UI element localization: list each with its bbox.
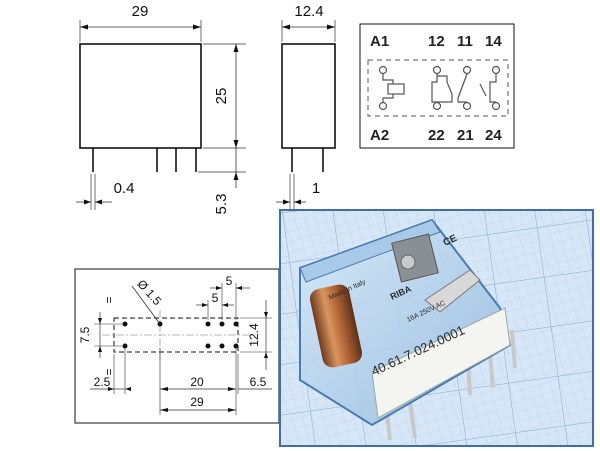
contact-14: 14: [485, 33, 502, 50]
diameter-leader: [131, 285, 161, 325]
photo-ce-mark: CE: [442, 233, 460, 249]
footprint-drawing: Ø 1.5 5 5 7.5 = = 12.4: [74, 268, 280, 424]
contact-11: 11: [457, 33, 473, 50]
top-pitch-label: 5: [226, 274, 233, 288]
front-width-label: 29: [132, 3, 149, 20]
coil-pitch-label: 20: [190, 375, 204, 389]
switch-blade: [457, 73, 468, 99]
front-height-label: 25: [213, 88, 230, 105]
pin-thickness-label: 0.4: [114, 180, 135, 197]
front-view: 29 25 5.3 0.4: [76, 3, 246, 214]
right-margin-label: 6.5: [250, 375, 267, 389]
footprint-height-label: 12.4: [247, 323, 261, 347]
coil-symbol: [387, 83, 405, 95]
contact-22: 22: [428, 127, 445, 144]
relay-body-front: [79, 43, 202, 149]
relay-photo: 40.61.7.024.0001 Made in Italy RIBA 16A …: [279, 209, 594, 447]
coil-terminal-a2: A2: [370, 127, 389, 144]
inner-pitch-label: 5: [212, 291, 219, 305]
pin-spacing-label: 1: [312, 180, 320, 197]
equal-mark-bottom: =: [102, 368, 116, 375]
coil-winding: [309, 284, 363, 368]
row-spacing-label: 7.5: [78, 326, 92, 343]
contact-12: 12: [428, 33, 445, 50]
coil-terminal-a1: A1: [370, 33, 389, 50]
relay-body-side: [281, 43, 336, 149]
total-width-label: 29: [190, 395, 204, 409]
side-width-label: 12.4: [294, 3, 323, 20]
left-margin-label: 2.5: [94, 375, 111, 389]
equal-mark-top: =: [102, 296, 116, 303]
schematic-frame: [359, 23, 515, 149]
schematic-dashed-outline: [367, 59, 509, 117]
schematic: A1 A2 12 11 14 22 21 24: [359, 23, 515, 149]
contact-21: 21: [457, 127, 474, 144]
contact-24: 24: [485, 127, 502, 144]
side-view: 12.4 1: [276, 3, 336, 210]
pin-length-label: 5.3: [213, 194, 230, 215]
